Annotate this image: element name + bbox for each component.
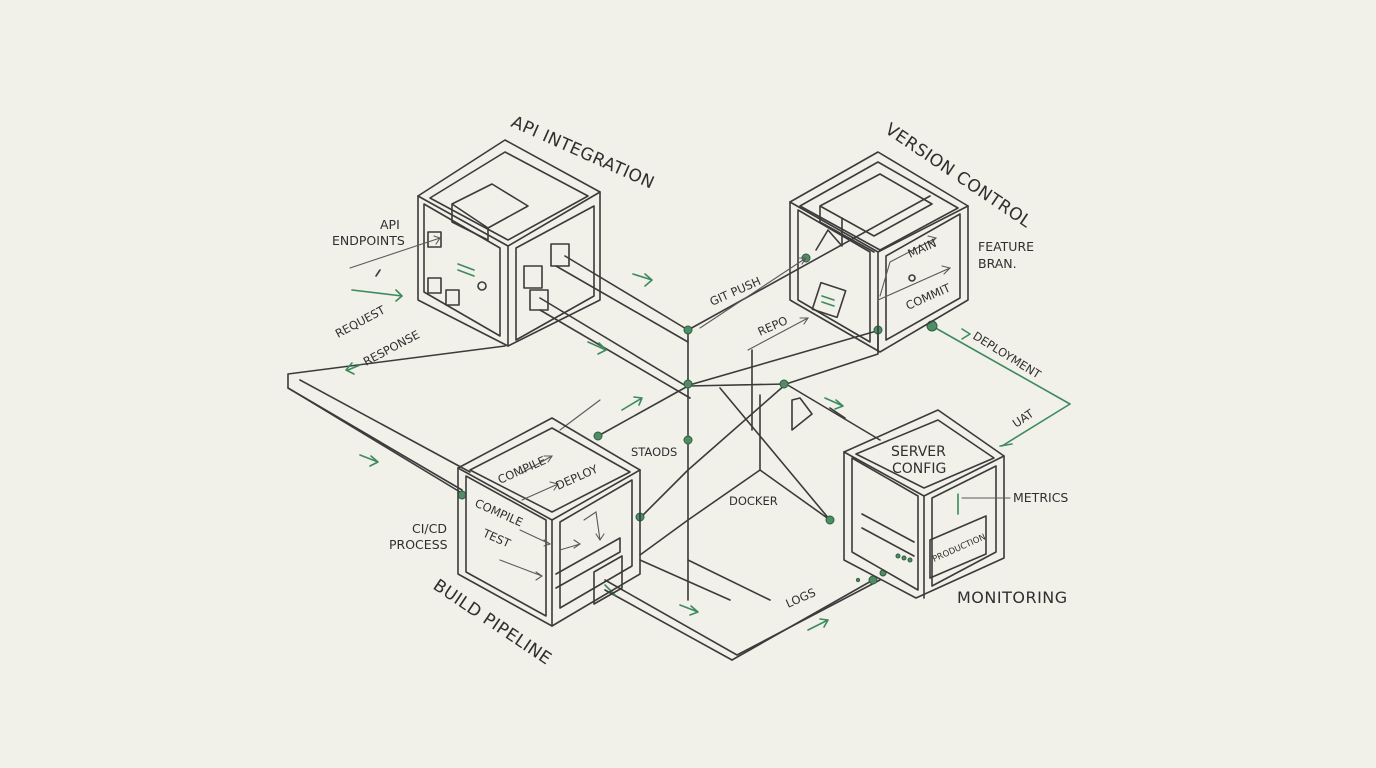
feature-branch-label: BRAN. [978,256,1017,271]
metrics-label: METRICS [1013,490,1068,505]
junction-dot [593,431,603,441]
cicd-process-label: PROCESS [389,537,448,552]
deploy-stage-label: DEPLOY [554,461,601,492]
compile-stage-label: COMPILE [496,453,548,487]
test-stage-label: TEST [480,526,514,551]
logs-label: LOGS [784,585,818,611]
api-integration-cube [349,139,601,347]
junction-dot [779,379,789,389]
junction-dot [825,515,835,525]
junction-dot [683,379,693,389]
version-control-cube [699,151,969,353]
request-label: REQUEST [333,302,388,340]
junction-dot [457,490,467,500]
api-integration-title: API INTEGRATION [508,112,658,193]
junction-dot [683,325,693,335]
monitoring-title: MONITORING [957,588,1068,607]
branch-main-label: MAIN [906,236,939,261]
build-pipeline-title: BUILD PIPELINE [429,576,555,670]
api-endpoints-label: API [380,217,400,232]
response-label: RESPONSE [361,327,422,368]
build-pipeline-cube [457,417,641,627]
server-config-label: SERVER [891,444,946,460]
server-config-label: CONFIG [892,461,946,477]
docker-label: DOCKER [729,494,778,508]
api-port [550,243,570,267]
connector-pipes [287,195,1071,661]
production-label: PRODUCTION [931,532,987,564]
monitoring-cube [843,409,1011,599]
api-port [523,265,543,289]
api-port [529,289,549,311]
feature-branch-label: FEATURE [978,239,1034,254]
deployment-label: DEPLOYMENT [970,329,1044,382]
cicd-process-label: CI/CD [412,521,447,536]
stages-label: STAODS [631,445,677,459]
api-endpoints-label: ENDPOINTS [332,233,405,248]
junction-dot [683,435,693,445]
repo-label: REPO [756,313,790,339]
